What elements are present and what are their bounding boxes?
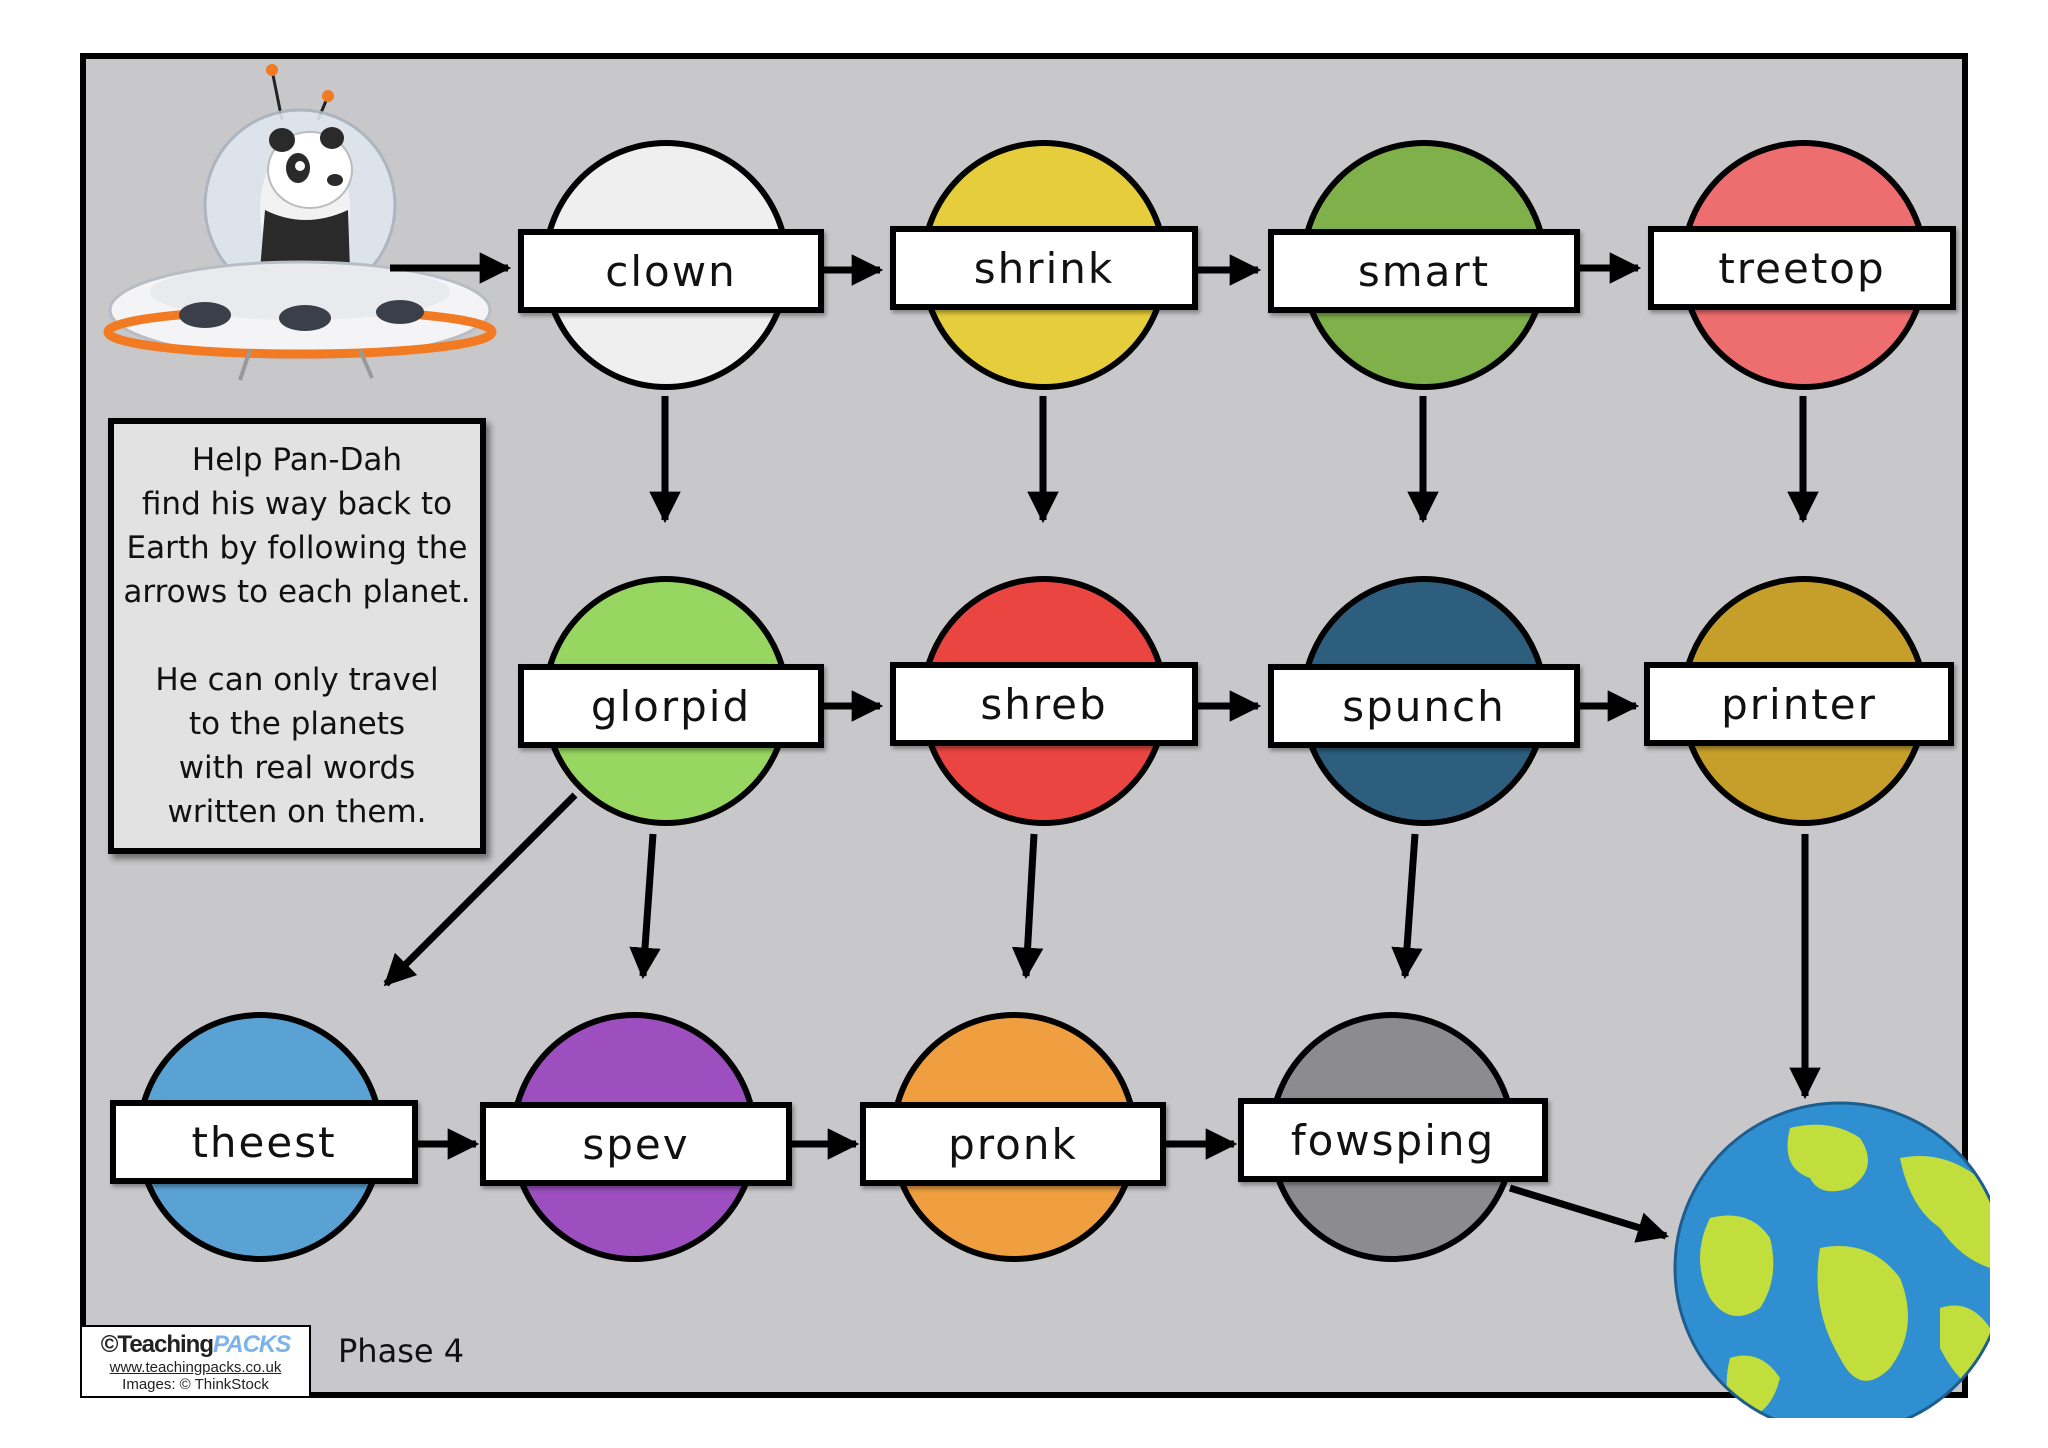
instructions-box: Help Pan-Dah find his way back to Earth …	[108, 418, 486, 854]
planet-label-shrink[interactable]: shrink	[890, 226, 1198, 310]
earth-globe-icon	[1673, 1101, 1990, 1418]
instructions-line: Earth by following the	[126, 530, 468, 566]
instructions-line: written on them.	[167, 794, 427, 830]
planet-label-glorpid[interactable]: glorpid	[518, 664, 824, 748]
logo-wordmark: ©TeachingPACKS	[100, 1331, 292, 1358]
planet-label-treetop[interactable]: treetop	[1648, 226, 1956, 310]
planet-label-fowsping[interactable]: fowsping	[1238, 1098, 1548, 1182]
planet-label-printer[interactable]: printer	[1644, 662, 1954, 746]
planet-label-theest[interactable]: theest	[110, 1100, 418, 1184]
ufo-with-panda-icon	[103, 64, 497, 381]
instructions-line: to the planets	[188, 706, 406, 742]
planet-label-pronk[interactable]: pronk	[860, 1102, 1166, 1186]
instructions-line: Help Pan-Dah	[191, 442, 403, 478]
instructions-line: find his way back to	[141, 486, 453, 522]
planet-label-clown[interactable]: clown	[518, 229, 824, 313]
planet-label-shreb[interactable]: shreb	[890, 662, 1198, 746]
phase-label: Phase 4	[338, 1332, 465, 1370]
instructions-line: He can only travel	[155, 662, 439, 698]
instructions-line: arrows to each planet.	[123, 574, 471, 610]
image-credit: Images: © ThinkStock	[122, 1376, 269, 1393]
teachingpacks-logo: ©TeachingPACKS www.teachingpacks.co.uk I…	[80, 1325, 311, 1398]
logo-url[interactable]: www.teachingpacks.co.uk	[109, 1359, 282, 1376]
planet-label-spev[interactable]: spev	[480, 1102, 792, 1186]
instructions-line: with real words	[178, 750, 416, 786]
planet-label-spunch[interactable]: spunch	[1268, 664, 1580, 748]
planet-label-smart[interactable]: smart	[1268, 229, 1580, 313]
